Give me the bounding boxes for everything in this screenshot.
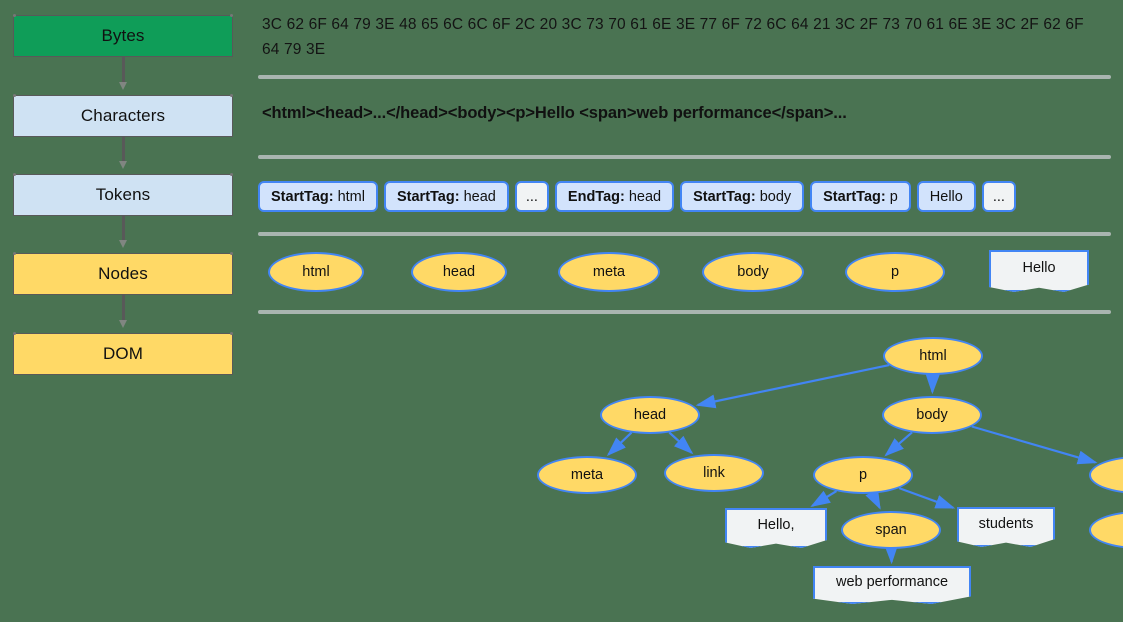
token-chip-value: head <box>628 188 662 205</box>
dom-edge-head-to-meta <box>606 431 633 457</box>
token-chip-3[interactable]: EndTag:head <box>554 181 675 212</box>
token-chip-value: head <box>463 188 496 205</box>
token-chip-value: Hello <box>929 188 963 205</box>
node-item-label: Hello <box>1022 260 1056 276</box>
dom-node-p[interactable]: p <box>813 456 913 494</box>
pipeline-stage-label: Bytes <box>101 26 145 45</box>
token-chip-prefix: StartTag: <box>271 188 334 205</box>
dom-node-label: web performance <box>835 573 949 590</box>
dom-node-span[interactable]: span <box>841 511 941 549</box>
pipeline-stage-nodes[interactable]: Nodes <box>13 252 233 295</box>
pipeline-arrow-2 <box>119 216 128 253</box>
dom-node-label: p <box>858 467 868 483</box>
bytes-sequence-text: 3C 62 6F 64 79 3E 48 65 6C 6C 6F 2C 20 3… <box>262 16 1084 58</box>
dom-node-link[interactable]: link <box>664 454 764 492</box>
pipeline-stage-label: Characters <box>80 106 166 125</box>
token-chip-6[interactable]: Hello <box>916 181 976 212</box>
dom-node-label: html <box>919 348 947 364</box>
dom-node-label: students <box>978 515 1034 532</box>
dom-edge-p-to-hello <box>810 490 838 508</box>
pipeline-stage-dom[interactable]: DOM <box>13 332 233 375</box>
pipeline-stage-tokens[interactable]: Tokens <box>13 173 233 216</box>
dom-node-body[interactable]: body <box>882 396 982 434</box>
section-separator-1 <box>258 155 1111 159</box>
token-chip-value: ... <box>525 188 538 205</box>
token-chip-value: body <box>759 188 792 205</box>
characters-markup-text: <html><head>...</head><body><p>Hello <sp… <box>262 104 847 122</box>
pipeline-stage-label: Tokens <box>95 185 151 204</box>
dom-node-head[interactable]: head <box>600 396 700 434</box>
token-chip-7[interactable]: ... <box>981 181 1016 212</box>
pipeline-stage-label: DOM <box>103 344 143 363</box>
node-item-label: body <box>737 264 769 280</box>
section-separator-0 <box>258 75 1111 79</box>
dom-edge-body-to-div <box>971 425 1098 465</box>
token-chip-prefix: StartTag: <box>823 188 886 205</box>
token-chip-value: html <box>337 188 365 205</box>
pipeline-arrow-1 <box>119 137 128 174</box>
section-separator-3 <box>258 310 1111 314</box>
node-item-label: head <box>442 264 476 280</box>
dom-node-label: body <box>916 407 948 423</box>
dom-node-label: head <box>633 407 667 423</box>
node-item-hello[interactable]: Hello <box>989 250 1089 292</box>
dom-edge-html-to-head <box>695 364 890 409</box>
dom-edge-body-to-p <box>884 431 913 457</box>
dom-edge-p-to-span <box>865 488 881 510</box>
token-chip-value: p <box>889 188 898 205</box>
token-chip-prefix: StartTag: <box>396 188 460 205</box>
node-item-label: p <box>890 264 900 280</box>
node-item-body[interactable]: body <box>702 252 804 292</box>
dom-node-hello[interactable]: Hello, <box>725 508 827 548</box>
node-item-meta[interactable]: meta <box>558 252 660 292</box>
dom-node-webp[interactable]: web performance <box>813 566 971 604</box>
token-chip-0[interactable]: StartTag:html <box>258 181 378 212</box>
token-chip-5[interactable]: StartTag:p <box>810 181 911 212</box>
token-chip-value: ... <box>992 188 1005 205</box>
dom-node-meta[interactable]: meta <box>537 456 637 494</box>
pipeline-stage-bytes[interactable]: Bytes <box>13 14 233 57</box>
node-item-head[interactable]: head <box>411 252 507 292</box>
dom-node-label: link <box>703 465 725 481</box>
node-item-html[interactable]: html <box>268 252 364 292</box>
node-item-p[interactable]: p <box>845 252 945 292</box>
dom-edge-p-to-stud <box>898 487 956 509</box>
token-chip-1[interactable]: StartTag:head <box>383 181 509 212</box>
token-chip-2[interactable]: ... <box>514 181 549 212</box>
dom-node-label: meta <box>570 467 604 483</box>
pipeline-arrow-0 <box>119 57 128 95</box>
pipeline-arrow-3 <box>119 295 128 333</box>
content-column: 3C 62 6F 64 79 3E 48 65 6C 6C 6F 2C 20 3… <box>250 0 1123 622</box>
dom-node-label: span <box>875 522 907 538</box>
node-item-label: meta <box>592 264 626 280</box>
dom-edge-head-to-link <box>668 431 694 455</box>
dom-tree: htmlheadbodymetalinkpdivHello,spanstuden… <box>250 322 1123 622</box>
token-chip-prefix: StartTag: <box>693 188 756 205</box>
section-separator-2 <box>258 232 1111 236</box>
dom-node-label: Hello, <box>757 516 795 533</box>
node-item-label: html <box>302 264 330 280</box>
dom-node-stud[interactable]: students <box>957 507 1055 547</box>
token-chip-prefix: EndTag: <box>567 188 625 205</box>
token-chip-4[interactable]: StartTag:body <box>680 181 805 212</box>
pipeline-stage-label: Nodes <box>98 264 148 283</box>
dom-node-html[interactable]: html <box>883 337 983 375</box>
pipeline-stage-characters[interactable]: Characters <box>13 94 233 137</box>
dom-tree-edges <box>606 364 1098 565</box>
